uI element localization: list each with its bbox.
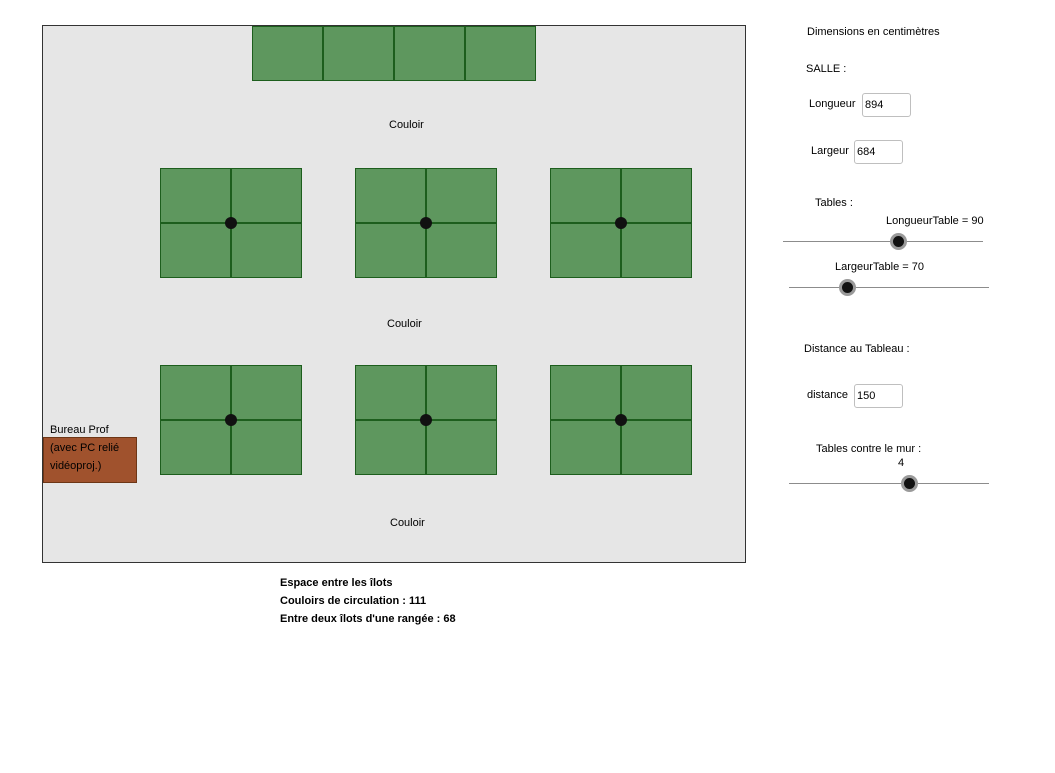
classroom-plan: Couloir Couloir (42, 25, 746, 563)
table-width-slider-handle[interactable] (839, 279, 856, 296)
island-table[interactable] (231, 168, 302, 223)
wall-table[interactable] (465, 26, 536, 81)
island-center-point[interactable] (225, 217, 237, 229)
wall-table[interactable] (323, 26, 394, 81)
teacher-desk-label: (avec PC relié (50, 442, 120, 454)
island-table[interactable] (426, 168, 497, 223)
island-table[interactable] (355, 365, 426, 420)
board-distance-heading: Distance au Tableau : (804, 343, 910, 355)
island-table[interactable] (160, 420, 231, 475)
wall-tables-slider-handle[interactable] (901, 475, 918, 492)
island-table[interactable] (621, 223, 692, 278)
island-table[interactable] (621, 420, 692, 475)
teacher-desk-label: vidéoproj.) (50, 460, 102, 472)
table-island (160, 168, 302, 278)
table-island (550, 168, 692, 278)
table-island (355, 365, 497, 475)
island-table[interactable] (355, 420, 426, 475)
wall-tables-label: Tables contre le mur : (816, 443, 922, 455)
island-table[interactable] (160, 365, 231, 420)
table-width-slider-track[interactable] (789, 287, 989, 288)
island-table[interactable] (550, 168, 621, 223)
table-island (355, 168, 497, 278)
island-table[interactable] (550, 420, 621, 475)
island-table[interactable] (550, 223, 621, 278)
between-islands-value: Entre deux îlots d'une rangée : 68 (280, 613, 456, 625)
island-table[interactable] (426, 223, 497, 278)
island-table[interactable] (355, 223, 426, 278)
island-table[interactable] (550, 365, 621, 420)
table-island (550, 365, 692, 475)
corridor-label-bottom: Couloir (390, 517, 425, 529)
corridor-label-top: Couloir (389, 119, 424, 131)
island-table[interactable] (160, 223, 231, 278)
board-distance-label: distance (807, 389, 848, 401)
island-center-point[interactable] (615, 414, 627, 426)
table-length-slider-track[interactable] (783, 241, 983, 242)
island-table[interactable] (231, 365, 302, 420)
room-length-input[interactable] (862, 93, 911, 117)
room-section-label: SALLE : (806, 63, 847, 75)
corridor-label-middle: Couloir (387, 318, 422, 330)
wall-tables-value: 4 (898, 457, 905, 469)
units-heading: Dimensions en centimètres (807, 26, 940, 38)
island-center-point[interactable] (225, 414, 237, 426)
island-center-point[interactable] (615, 217, 627, 229)
island-table[interactable] (426, 420, 497, 475)
teacher-desk[interactable] (43, 437, 137, 483)
wall-table[interactable] (394, 26, 465, 81)
room-width-input[interactable] (854, 140, 903, 164)
tables-section-label: Tables : (815, 197, 853, 209)
table-width-slider-label: LargeurTable = 70 (835, 261, 924, 273)
island-table[interactable] (426, 365, 497, 420)
teacher-desk-label: Bureau Prof (50, 424, 109, 436)
island-table[interactable] (355, 168, 426, 223)
island-center-point[interactable] (420, 414, 432, 426)
table-island (160, 365, 302, 475)
room-width-label: Largeur (811, 145, 849, 157)
island-table[interactable] (621, 365, 692, 420)
island-center-point[interactable] (420, 217, 432, 229)
island-table[interactable] (231, 420, 302, 475)
board-distance-input[interactable] (854, 384, 903, 408)
island-spacing-title: Espace entre les îlots (280, 577, 393, 589)
circulation-corridors-value: Couloirs de circulation : 111 (280, 595, 427, 607)
wall-table[interactable] (252, 26, 323, 81)
table-length-slider-handle[interactable] (890, 233, 907, 250)
island-table[interactable] (621, 168, 692, 223)
room-length-label: Longueur (809, 98, 856, 110)
island-table[interactable] (231, 223, 302, 278)
island-table[interactable] (160, 168, 231, 223)
wall-tables-slider-track[interactable] (789, 483, 989, 484)
table-length-slider-label: LongueurTable = 90 (886, 215, 984, 227)
